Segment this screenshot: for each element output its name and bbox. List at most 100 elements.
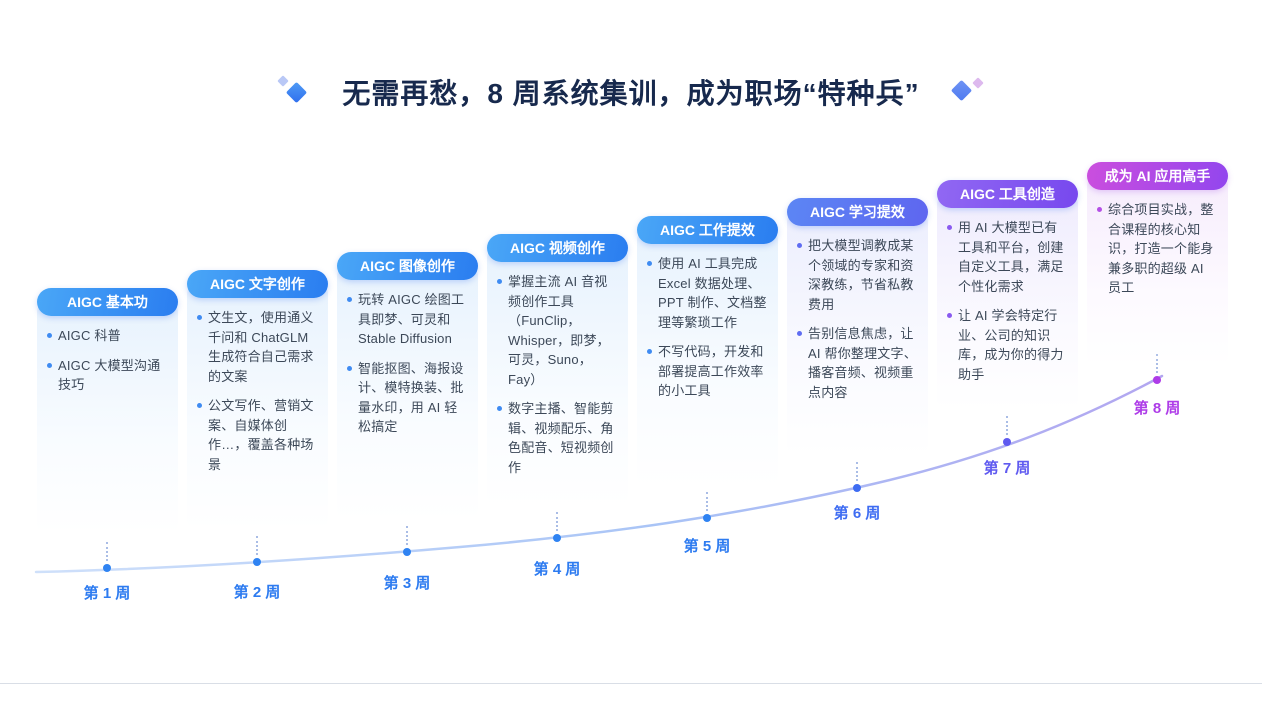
week-label-8: 第 8 周 [1133, 400, 1181, 417]
bullet-item: AIGC 大模型沟通技巧 [47, 356, 168, 395]
bullet-dot-icon [197, 403, 202, 408]
bullet-dot-icon [347, 297, 352, 302]
dotted-connector-week-3 [406, 526, 408, 545]
bullet-dot-icon [1097, 207, 1102, 212]
week-label-4: 第 4 周 [533, 561, 581, 578]
week-card-7: AIGC 工具创造 用 AI 大模型已有工具和平台，创建自定义工具，满足个性化需… [937, 180, 1078, 410]
card-header: AIGC 工具创造 [937, 180, 1078, 208]
bullet-text: 综合项目实战，整合课程的核心知识，打造一个能身兼多职的超级 AI 员工 [1108, 202, 1214, 295]
week-label-2: 第 2 周 [233, 584, 281, 601]
card-body: 用 AI 大模型已有工具和平台，创建自定义工具，满足个性化需求 让 AI 学会特… [937, 194, 1078, 410]
bullet-text: AIGC 大模型沟通技巧 [58, 357, 161, 393]
card-body: 使用 AI 工具完成 Excel 数据处理、PPT 制作、文档整理等繁琐工作 不… [637, 230, 778, 486]
bullet-text: 用 AI 大模型已有工具和平台，创建自定义工具，满足个性化需求 [958, 220, 1064, 294]
card-header: AIGC 工作提效 [637, 216, 778, 244]
bullet-dot-icon [797, 331, 802, 336]
bullet-dot-icon [647, 261, 652, 266]
bullet-text: 公文写作、营销文案、自媒体创作…，覆盖各种场景 [208, 398, 314, 472]
card-header: AIGC 基本功 [37, 288, 178, 316]
card-header: 成为 AI 应用高手 [1087, 162, 1228, 190]
bullet-item: 把大模型调教成某个领域的专家和资深教练，节省私教费用 [797, 236, 918, 314]
week-card-8: 成为 AI 应用高手 综合项目实战，整合课程的核心知识，打造一个能身兼多职的超级… [1087, 162, 1228, 366]
bullet-text: 告别信息焦虑，让 AI 帮你整理文字、播客音频、视频重点内容 [808, 326, 917, 400]
week-dot-3 [403, 548, 411, 556]
bullet-dot-icon [947, 313, 952, 318]
card-header: AIGC 视频创作 [487, 234, 628, 262]
bullet-text: 智能抠图、海报设计、模特换装、批量水印，用 AI 轻松搞定 [358, 360, 464, 435]
small-diamond-icon [972, 77, 984, 89]
big-diamond-icon [286, 81, 308, 104]
week-dot-6 [853, 484, 861, 492]
dotted-connector-week-4 [556, 512, 558, 531]
card-header: AIGC 图像创作 [337, 252, 478, 280]
bullet-text: AIGC 科普 [58, 328, 121, 343]
bullet-item: 数字主播、智能剪辑、视频配乐、角色配音、短视频创作 [497, 399, 618, 477]
dotted-connector-week-7 [1006, 416, 1008, 435]
card-body: AIGC 科普 AIGC 大模型沟通技巧 [37, 302, 178, 534]
bottom-divider [0, 683, 1262, 684]
card-body: 玩转 AIGC 绘图工具即梦、可灵和 Stable Diffusion 智能抠图… [337, 266, 478, 520]
bullet-dot-icon [497, 406, 502, 411]
bullet-text: 使用 AI 工具完成 Excel 数据处理、PPT 制作、文档整理等繁琐工作 [658, 256, 767, 330]
card-body: 综合项目实战，整合课程的核心知识，打造一个能身兼多职的超级 AI 员工 [1087, 176, 1228, 366]
bullet-item: 公文写作、营销文案、自媒体创作…，覆盖各种场景 [197, 396, 318, 474]
bullet-dot-icon [497, 279, 502, 284]
week-card-6: AIGC 学习提效 把大模型调教成某个领域的专家和资深教练，节省私教费用 告别信… [787, 198, 928, 456]
dotted-connector-week-2 [256, 536, 258, 555]
bullet-item: 综合项目实战，整合课程的核心知识，打造一个能身兼多职的超级 AI 员工 [1097, 200, 1218, 298]
big-diamond-icon [950, 79, 972, 102]
bullet-dot-icon [647, 349, 652, 354]
small-diamond-icon [277, 75, 289, 87]
title-row: 无需再愁，8 周系统集训，成为职场“特种兵” [0, 72, 1262, 112]
bullet-dot-icon [347, 365, 352, 371]
bullet-dot-icon [47, 362, 52, 368]
bullet-item: 不写代码，开发和部署提高工作效率的小工具 [647, 342, 768, 401]
bullet-text: 掌握主流 AI 音视频创作工具（FunClip，Whisper，即梦，可灵，Su… [508, 274, 610, 387]
week-card-3: AIGC 图像创作 玩转 AIGC 绘图工具即梦、可灵和 Stable Diff… [337, 252, 478, 520]
bullet-text: 不写代码，开发和部署提高工作效率的小工具 [658, 344, 764, 398]
week-dot-2 [253, 558, 261, 566]
card-body: 文生文，使用通义千问和 ChatGLM 生成符合自己需求的文案 公文写作、营销文… [187, 284, 328, 530]
week-dot-4 [553, 534, 561, 542]
dotted-connector-week-1 [106, 542, 108, 561]
bullet-item: 使用 AI 工具完成 Excel 数据处理、PPT 制作、文档整理等繁琐工作 [647, 254, 768, 332]
week-label-6: 第 6 周 [833, 505, 881, 522]
bullet-dot-icon [197, 315, 202, 320]
bullet-item: 告别信息焦虑，让 AI 帮你整理文字、播客音频、视频重点内容 [797, 324, 918, 402]
card-body: 掌握主流 AI 音视频创作工具（FunClip，Whisper，即梦，可灵，Su… [487, 248, 628, 506]
card-header: AIGC 学习提效 [787, 198, 928, 226]
card-header: AIGC 文字创作 [187, 270, 328, 298]
week-card-2: AIGC 文字创作 文生文，使用通义千问和 ChatGLM 生成符合自己需求的文… [187, 270, 328, 530]
week-label-3: 第 3 周 [383, 575, 431, 592]
week-dot-7 [1003, 438, 1011, 446]
bullet-item: AIGC 科普 [47, 326, 168, 346]
week-label-1: 第 1 周 [83, 585, 131, 602]
diamond-decoration-left-icon [276, 74, 312, 110]
bullet-item: 玩转 AIGC 绘图工具即梦、可灵和 Stable Diffusion [347, 290, 468, 349]
week-card-5: AIGC 工作提效 使用 AI 工具完成 Excel 数据处理、PPT 制作、文… [637, 216, 778, 486]
bullet-item: 用 AI 大模型已有工具和平台，创建自定义工具，满足个性化需求 [947, 218, 1068, 296]
diamond-decoration-right-icon [950, 74, 986, 110]
bullet-text: 数字主播、智能剪辑、视频配乐、角色配音、短视频创作 [508, 401, 614, 475]
bullet-text: 文生文，使用通义千问和 ChatGLM 生成符合自己需求的文案 [208, 310, 314, 384]
bullet-text: 把大模型调教成某个领域的专家和资深教练，节省私教费用 [808, 238, 914, 312]
dotted-connector-week-5 [706, 492, 708, 511]
bullet-dot-icon [797, 243, 802, 248]
week-label-5: 第 5 周 [683, 538, 731, 555]
dotted-connector-week-6 [856, 462, 858, 481]
bullet-text: 玩转 AIGC 绘图工具即梦、可灵和 Stable Diffusion [358, 292, 465, 346]
week-dot-8 [1153, 376, 1161, 384]
bullet-item: 文生文，使用通义千问和 ChatGLM 生成符合自己需求的文案 [197, 308, 318, 386]
bullet-item: 智能抠图、海报设计、模特换装、批量水印，用 AI 轻松搞定 [347, 359, 468, 437]
week-card-1: AIGC 基本功 AIGC 科普 AIGC 大模型沟通技巧 [37, 288, 178, 534]
bullet-text: 让 AI 学会特定行业、公司的知识库，成为你的得力助手 [958, 308, 1064, 382]
week-dot-5 [703, 514, 711, 522]
week-card-4: AIGC 视频创作 掌握主流 AI 音视频创作工具（FunClip，Whispe… [487, 234, 628, 506]
week-label-7: 第 7 周 [983, 460, 1031, 477]
bullet-dot-icon [947, 225, 952, 230]
card-body: 把大模型调教成某个领域的专家和资深教练，节省私教费用 告别信息焦虑，让 AI 帮… [787, 212, 928, 456]
bullet-dot-icon [47, 333, 52, 338]
week-dot-1 [103, 564, 111, 572]
page-title: 无需再愁，8 周系统集训，成为职场“特种兵” [342, 78, 920, 109]
